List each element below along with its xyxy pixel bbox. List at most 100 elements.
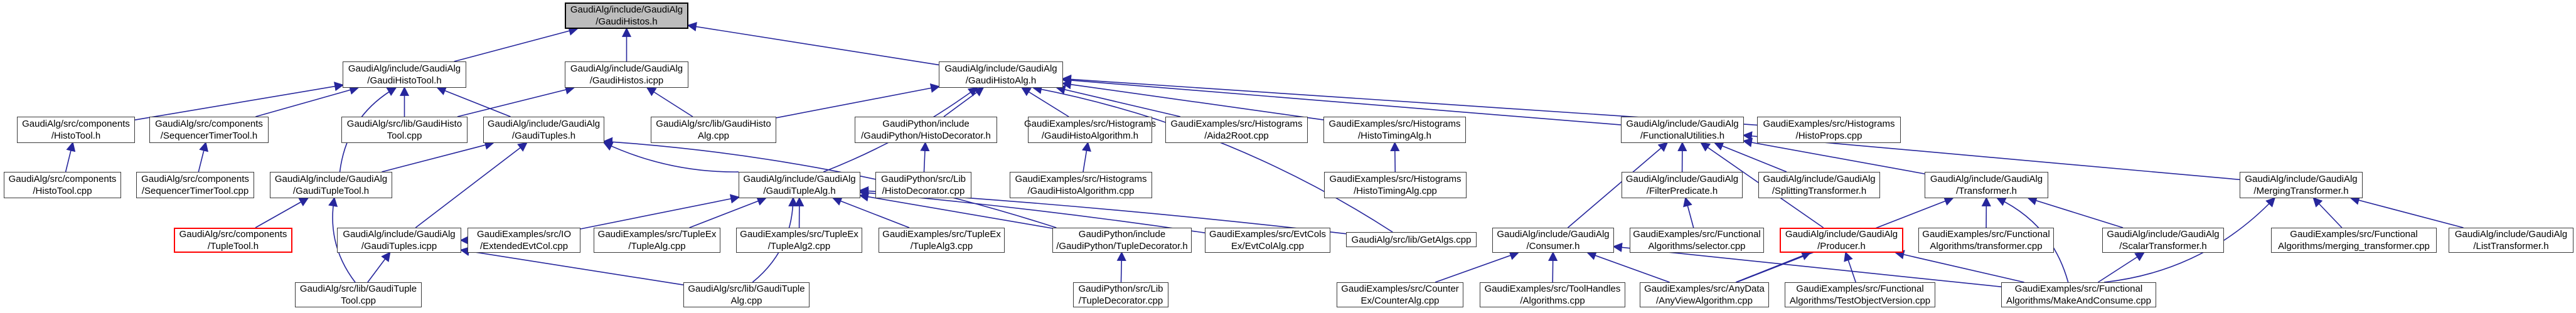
graph-node-ExtendedEvtCol_cpp[interactable]: GaudiExamples/src/IO/ExtendedEvtCol.cpp bbox=[468, 228, 580, 253]
edge-MakeAndConsume_cpp-to-MergingTransformer_h bbox=[2103, 197, 2276, 283]
graph-node-TupleAlg3_cpp[interactable]: GaudiExamples/src/TupleEx/TupleAlg3.cpp bbox=[879, 228, 1005, 253]
node-label-line: /GaudiHistos.h bbox=[596, 16, 658, 27]
node-label-line: /GaudiHistoAlg.h bbox=[965, 75, 1037, 86]
graph-node-Consumer_h[interactable]: GaudiAlg/include/GaudiAlg/Consumer.h bbox=[1492, 228, 1614, 253]
graph-node-GaudiTuples_icpp[interactable]: GaudiAlg/include/GaudiAlg/GaudiTuples.ic… bbox=[337, 228, 461, 253]
edge-Consumer_h-to-FunctionalUtilities_h bbox=[1567, 142, 1669, 228]
edge-HistoTool_cpp-to-HistoTool_h bbox=[65, 141, 76, 172]
graph-node-SequencerTimerTool_cpp[interactable]: GaudiAlg/src/components/SequencerTimerTo… bbox=[136, 172, 254, 198]
graph-node-GaudiHistoTool_h[interactable]: GaudiAlg/include/GaudiAlg/GaudiHistoTool… bbox=[343, 61, 466, 88]
graph-node-GaudiTupleAlg_h[interactable]: GaudiAlg/include/GaudiAlg/GaudiTupleAlg.… bbox=[739, 172, 860, 198]
graph-node-Producer_h[interactable]: GaudiAlg/include/GaudiAlg/Producer.h bbox=[1780, 228, 1903, 253]
node-label-line: /GaudiPython/HistoDecorator.h bbox=[861, 130, 991, 141]
edge-TupleAlg_cpp-to-GaudiTupleAlg_h bbox=[689, 196, 767, 228]
node-label-line: /HistoTool.cpp bbox=[33, 186, 92, 196]
graph-node-SplittingTransformer_h[interactable]: GaudiAlg/include/GaudiAlg/SplittingTrans… bbox=[1758, 172, 1880, 198]
node-label-line: /GaudiTuples.icpp bbox=[361, 241, 437, 252]
edge-GaudiHistoAlgorithm_h-to-GaudiHistoAlg_h bbox=[1020, 87, 1069, 117]
node-label-line: Tool.cpp bbox=[341, 295, 376, 306]
graph-node-FunctionalUtilities_h[interactable]: GaudiAlg/include/GaudiAlg/FunctionalUtil… bbox=[1621, 117, 1744, 143]
graph-node-Aida2Root_cpp[interactable]: GaudiExamples/src/Histograms/Aida2Root.c… bbox=[1165, 117, 1308, 143]
node-label-line: /HistoProps.cpp bbox=[1795, 130, 1863, 141]
graph-node-ToolHandles_Algorithms_cpp[interactable]: GaudiExamples/src/ToolHandles/Algorithms… bbox=[1480, 282, 1625, 307]
edge-GaudiTuples_h-to-GaudiHistoTool_h bbox=[436, 86, 511, 117]
node-label-line: GaudiPython/src/Lib bbox=[880, 174, 966, 184]
graph-node-HistoTool_cpp[interactable]: GaudiAlg/src/components/HistoTool.cpp bbox=[4, 172, 121, 198]
graph-node-GaudiHistos_h[interactable]: GaudiAlg/include/GaudiAlg/GaudiHistos.h bbox=[565, 3, 688, 29]
node-label-line: /TupleAlg3.cpp bbox=[910, 241, 973, 252]
edge-ListTransformer_h-to-MergingTransformer_h bbox=[2349, 195, 2464, 228]
graph-node-GaudiHistos_icpp[interactable]: GaudiAlg/include/GaudiAlg/GaudiHistos.ic… bbox=[565, 61, 688, 88]
edge-selector_cpp-to-FilterPredicate_h bbox=[1683, 196, 1694, 228]
node-label-line: /TupleAlg2.cpp bbox=[767, 241, 831, 252]
graph-node-TupleDecorator_cpp[interactable]: GaudiPython/src/Lib/TupleDecorator.cpp bbox=[1073, 282, 1168, 307]
node-label-line: GaudiAlg/src/lib/GaudiHisto bbox=[656, 119, 771, 129]
node-label-line: /FilterPredicate.h bbox=[1646, 186, 1718, 196]
graph-node-GaudiTupleTool_h[interactable]: GaudiAlg/include/GaudiAlg/GaudiTupleTool… bbox=[270, 172, 392, 198]
node-label-line: GaudiAlg/include/GaudiAlg bbox=[1497, 229, 1610, 240]
node-label-line: /ListTransformer.h bbox=[2473, 241, 2549, 252]
graph-node-FilterPredicate_h[interactable]: GaudiAlg/include/GaudiAlg/FilterPredicat… bbox=[1622, 172, 1743, 198]
edge-AnyViewAlgorithm_cpp-to-Consumer_h bbox=[1586, 251, 1670, 283]
node-label-line: Ex/EvtColAlg.cpp bbox=[1231, 241, 1304, 252]
graph-node-HistoTimingAlg_cpp[interactable]: GaudiExamples/src/Histograms/HistoTiming… bbox=[1324, 172, 1467, 198]
node-label-line: GaudiExamples/src/Functional bbox=[1922, 229, 2050, 240]
node-label-line: GaudiPython/include bbox=[1078, 229, 1166, 240]
graph-node-ScalarTransformer_h[interactable]: GaudiAlg/include/GaudiAlg/ScalarTransfor… bbox=[2102, 228, 2224, 253]
node-label-line: /GaudiHistos.icpp bbox=[589, 75, 664, 86]
graph-node-MergingTransformer_h[interactable]: GaudiAlg/include/GaudiAlg/MergingTransfo… bbox=[2240, 172, 2363, 198]
graph-node-TupleAlg2_cpp[interactable]: GaudiExamples/src/TupleEx/TupleAlg2.cpp bbox=[736, 228, 862, 253]
node-label-line: /SequencerTimerTool.cpp bbox=[141, 186, 249, 196]
node-label-line: GaudiExamples/src/AnyData bbox=[1644, 284, 1765, 294]
graph-node-AnyViewAlgorithm_cpp[interactable]: GaudiExamples/src/AnyData/AnyViewAlgorit… bbox=[1640, 282, 1769, 307]
graph-node-HistoTimingAlg_h[interactable]: GaudiExamples/src/Histograms/HistoTiming… bbox=[1323, 117, 1466, 143]
graph-node-HistoTool_h[interactable]: GaudiAlg/src/components/HistoTool.h bbox=[17, 117, 135, 143]
edge-HistoTimingAlg_cpp-to-HistoTimingAlg_h bbox=[1390, 141, 1400, 172]
node-label-line: /HistoTool.h bbox=[51, 130, 101, 141]
graph-node-GaudiHistoAlgorithm_h[interactable]: GaudiExamples/src/Histograms/GaudiHistoA… bbox=[1024, 117, 1156, 143]
edge-GaudiHistoAlg_cpp-to-GaudiHistoAlg_h bbox=[776, 83, 941, 119]
node-label-line: GaudiExamples/src/TupleEx bbox=[882, 229, 1001, 240]
graph-node-GetAlgs_cpp[interactable]: GaudiAlg/src/lib/GetAlgs.cpp bbox=[1346, 232, 1477, 247]
node-label-line: Algorithms/selector.cpp bbox=[1648, 241, 1746, 252]
node-label-line: /HistoDecorator.cpp bbox=[882, 186, 965, 196]
graph-node-TupleDecorator_h[interactable]: GaudiPython/include/GaudiPython/TupleDec… bbox=[1052, 228, 1192, 253]
node-label-line: GaudiAlg/include/GaudiAlg bbox=[343, 229, 456, 240]
node-label-line: /GaudiTuples.h bbox=[511, 130, 576, 141]
node-label-line: GaudiAlg/src/components bbox=[22, 119, 130, 129]
node-label-line: Algorithms/merging_transformer.cpp bbox=[2278, 241, 2430, 252]
graph-node-HistoProps_cpp[interactable]: GaudiExamples/src/Histograms/HistoProps.… bbox=[1757, 117, 1901, 143]
graph-node-TupleAlg_cpp[interactable]: GaudiExamples/src/TupleEx/TupleAlg.cpp bbox=[594, 228, 720, 253]
graph-node-ListTransformer_h[interactable]: GaudiAlg/include/GaudiAlg/ListTransforme… bbox=[2449, 228, 2573, 253]
edge-GaudiHistoAlg_cpp-to-GaudiHistos_icpp bbox=[646, 87, 693, 117]
graph-node-HistoDecorator_cpp[interactable]: GaudiPython/src/Lib/HistoDecorator.cpp bbox=[875, 172, 971, 198]
edge-CounterAlg_cpp-to-Consumer_h bbox=[1435, 251, 1520, 283]
graph-node-SequencerTimerTool_h[interactable]: GaudiAlg/src/components/SequencerTimerTo… bbox=[149, 117, 269, 143]
graph-node-Transformer_h[interactable]: GaudiAlg/include/GaudiAlg/Transformer.h bbox=[1925, 172, 2048, 198]
node-label-line: GaudiAlg/src/components bbox=[8, 174, 117, 184]
graph-node-GaudiHistoAlg_h[interactable]: GaudiAlg/include/GaudiAlg/GaudiHistoAlg.… bbox=[939, 61, 1063, 88]
edge-ScalarTransformer_h-to-Transformer_h bbox=[2027, 196, 2124, 228]
graph-node-GaudiTuples_h[interactable]: GaudiAlg/include/GaudiAlg/GaudiTuples.h bbox=[483, 117, 604, 143]
node-label-line: GaudiAlg/include/GaudiAlg bbox=[274, 174, 388, 184]
edge-merging_transformer_cpp-to-MergingTransformer_h bbox=[2312, 197, 2343, 228]
node-label-line: /TupleTool.h bbox=[207, 241, 259, 252]
node-label-line: /Aida2Root.cpp bbox=[1204, 130, 1269, 141]
node-label-line: GaudiAlg/src/lib/GaudiTuple bbox=[688, 284, 805, 294]
graph-node-TupleTool_h[interactable]: GaudiAlg/src/components/TupleTool.h bbox=[174, 228, 292, 253]
graph-node-GaudiHistoAlgorithm_cpp[interactable]: GaudiExamples/src/Histograms/GaudiHistoA… bbox=[1010, 172, 1152, 198]
node-label-line: GaudiAlg/include/GaudiAlg bbox=[1625, 174, 1739, 184]
edge-FunctionalUtilities_h-to-GaudiHistoAlg_h bbox=[1061, 75, 1622, 125]
graph-node-HistoDecorator_h[interactable]: GaudiPython/include/GaudiPython/HistoDec… bbox=[855, 117, 997, 143]
